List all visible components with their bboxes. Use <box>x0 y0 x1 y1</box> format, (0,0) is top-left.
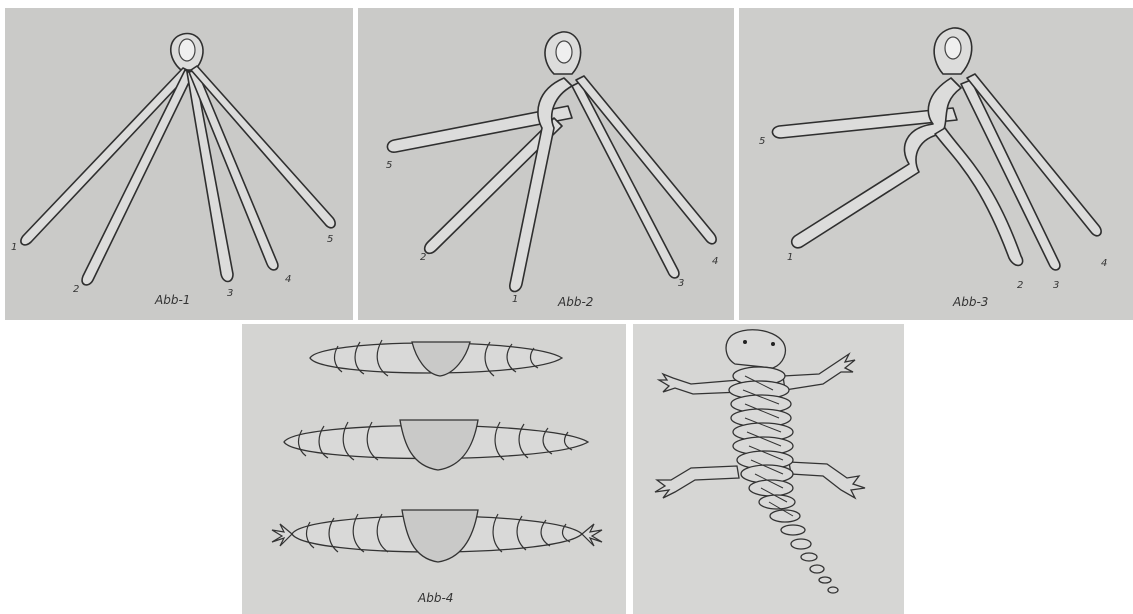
abb4-body-3 <box>272 510 602 562</box>
abb4-caption: Abb-4 <box>417 591 453 605</box>
lizard-body <box>729 367 838 593</box>
abb3-strand-2 <box>935 128 1023 265</box>
lizard-drawing <box>633 324 904 614</box>
abb3-label-1: 1 <box>787 252 793 263</box>
abb1-label-1: 1 <box>11 242 17 253</box>
abb1-label-2: 2 <box>73 284 79 295</box>
abb1-label-5: 5 <box>327 234 333 245</box>
abb2-label-5: 5 <box>386 160 392 171</box>
abb2-label-3: 3 <box>678 278 684 289</box>
figure-abb3: 5 1 2 3 4 Abb-3 <box>739 8 1133 320</box>
abb2-label-1: 1 <box>512 294 518 305</box>
abb1-label-3: 3 <box>227 288 233 299</box>
abb4-body-2 <box>284 420 588 470</box>
lizard <box>655 330 865 593</box>
figure-abb2: 5 2 1 3 4 Abb-2 <box>358 8 734 320</box>
abb1-label-4: 4 <box>285 274 291 285</box>
abb1-strand-2 <box>82 70 193 285</box>
abb2-loop-hole <box>556 41 572 63</box>
abb2-caption: Abb-2 <box>557 295 593 309</box>
figure-lizard <box>633 324 904 614</box>
lizard-back-left-leg <box>655 466 739 498</box>
lizard-front-right-leg <box>783 354 855 390</box>
abb4-drawing: Abb-4 <box>242 324 626 614</box>
abb1-caption: Abb-1 <box>154 293 190 307</box>
abb2-label-2: 2 <box>420 252 426 263</box>
abb1-drawing: 1 2 3 4 5 Abb-1 <box>5 8 353 320</box>
abb3-caption: Abb-3 <box>952 295 988 309</box>
figure-abb1: 1 2 3 4 5 Abb-1 <box>5 8 353 320</box>
lizard-head <box>726 330 785 368</box>
abb1-strand-1 <box>21 68 191 245</box>
abb3-label-2: 2 <box>1017 280 1023 291</box>
abb3-loop-hole <box>945 37 961 59</box>
abb3-label-5: 5 <box>759 136 765 147</box>
abb1-strand-4 <box>189 70 278 270</box>
abb3-label-3: 3 <box>1053 280 1059 291</box>
abb3-strand-1 <box>792 78 961 248</box>
figure-abb4: Abb-4 <box>242 324 626 614</box>
abb4-body-1 <box>310 340 562 376</box>
abb1-loop-hole <box>179 39 195 61</box>
abb2-drawing: 5 2 1 3 4 Abb-2 <box>358 8 734 320</box>
abb2-label-4: 4 <box>712 256 718 267</box>
lizard-back-right-leg <box>789 462 865 498</box>
abb3-label-4: 4 <box>1101 258 1107 269</box>
abb3-drawing: 5 1 2 3 4 Abb-3 <box>739 8 1133 320</box>
